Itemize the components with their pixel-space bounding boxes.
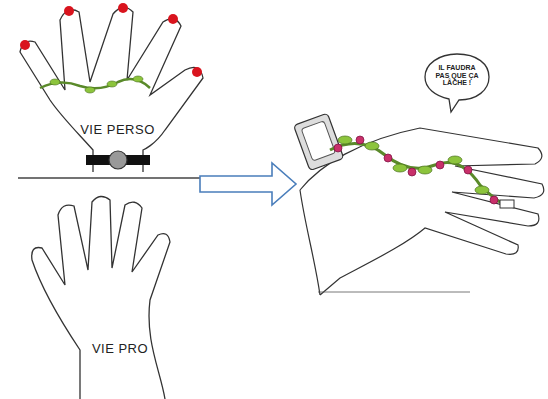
node-label: VIE PERSO <box>60 123 175 137</box>
nail <box>118 3 128 13</box>
nail <box>192 67 202 77</box>
hand-outline: VIE PERSO <box>15 0 215 175</box>
outline <box>20 7 203 172</box>
node-shape <box>425 52 489 106</box>
wristwatch <box>294 113 344 170</box>
leaves <box>338 136 489 194</box>
watch-band <box>86 155 150 165</box>
flowers <box>334 136 498 204</box>
leaf <box>50 79 60 85</box>
node-shape <box>20 190 180 399</box>
flower <box>464 166 472 174</box>
leaf <box>393 164 407 172</box>
flower <box>334 144 342 152</box>
leaf <box>475 186 489 194</box>
nail <box>168 14 178 24</box>
vine <box>330 144 505 205</box>
table-line <box>318 292 470 293</box>
flower <box>356 136 364 144</box>
leaf <box>133 76 143 82</box>
leaf <box>365 142 379 150</box>
flower <box>436 161 444 169</box>
watch-face <box>301 121 335 161</box>
red-nails <box>20 3 202 77</box>
outline <box>32 196 170 399</box>
leaf <box>338 136 352 144</box>
watch-case <box>294 113 344 170</box>
block-arrow <box>200 163 296 205</box>
node-label: VIE PRO <box>65 342 175 356</box>
leaf <box>448 156 462 164</box>
nail <box>64 6 74 16</box>
flower <box>408 168 416 176</box>
speech-bubble: IL FAUDRA PAS QUE ÇA LÂCHE ! <box>425 52 489 106</box>
node-label: IL FAUDRA PAS QUE ÇA LÂCHE ! <box>433 64 481 87</box>
watch-face <box>109 151 127 169</box>
leaf <box>107 81 117 87</box>
leaf <box>85 87 95 93</box>
stake <box>500 200 514 208</box>
flower <box>384 154 392 162</box>
leaf <box>418 166 432 174</box>
vine <box>40 79 150 88</box>
hand-outline: VIE PRO <box>20 190 180 399</box>
nail <box>20 40 30 50</box>
node-shape <box>15 0 215 175</box>
flower <box>490 196 498 204</box>
outline <box>425 54 489 112</box>
leaves <box>50 76 143 93</box>
